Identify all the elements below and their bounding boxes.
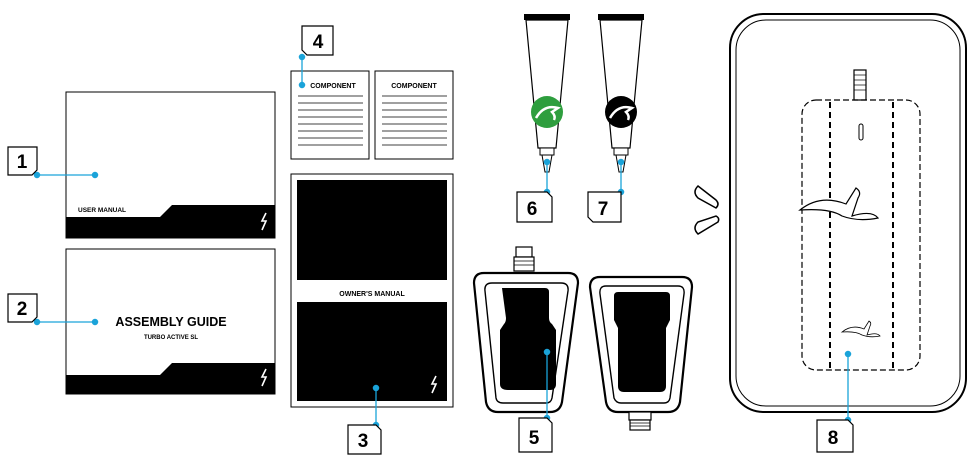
pedals xyxy=(472,246,694,431)
black-logo-icon xyxy=(605,96,637,128)
callout-3: 3 xyxy=(347,424,382,455)
callout-5: 5 xyxy=(518,417,553,453)
charger-case xyxy=(694,13,967,413)
callout-number: 4 xyxy=(313,32,324,53)
callout-number: 2 xyxy=(17,299,28,320)
owners-manual: OWNER'S MANUAL xyxy=(290,173,454,408)
component-sheets: COMPONENT COMPONENT xyxy=(290,70,454,160)
s-logo-icon xyxy=(260,368,268,387)
callout-2: 2 xyxy=(7,293,38,323)
assembly-guide-title: ASSEMBLY GUIDE xyxy=(115,315,226,329)
component-left-label: COMPONENT xyxy=(310,83,356,90)
grease-tube-green xyxy=(524,14,570,173)
assembly-guide-subtitle: TURBO ACTIVE SL xyxy=(144,335,198,341)
grease-tube-black xyxy=(598,14,644,173)
s-logo-icon xyxy=(260,212,268,231)
callout-1: 1 xyxy=(7,146,38,176)
callout-4: 4 xyxy=(301,25,334,56)
user-manual: USER MANUAL xyxy=(65,91,276,239)
callout-number: 7 xyxy=(598,199,609,220)
callout-number: 6 xyxy=(527,199,538,220)
callout-6: 6 xyxy=(516,191,553,223)
callout-number: 3 xyxy=(358,431,369,452)
callout-number: 8 xyxy=(828,428,839,449)
owners-manual-label: OWNER'S MANUAL xyxy=(339,291,405,298)
callout-number: 1 xyxy=(17,152,28,173)
s-logo-icon xyxy=(430,375,438,394)
component-right-label: COMPONENT xyxy=(391,83,437,90)
callout-7: 7 xyxy=(587,191,622,223)
callout-8: 8 xyxy=(816,419,854,453)
user-manual-label: USER MANUAL xyxy=(78,207,126,214)
assembly-guide: ASSEMBLY GUIDE TURBO ACTIVE SL xyxy=(65,248,276,395)
s-logo-icon xyxy=(798,187,880,221)
green-logo-icon xyxy=(531,96,563,128)
callout-number: 5 xyxy=(529,428,540,449)
